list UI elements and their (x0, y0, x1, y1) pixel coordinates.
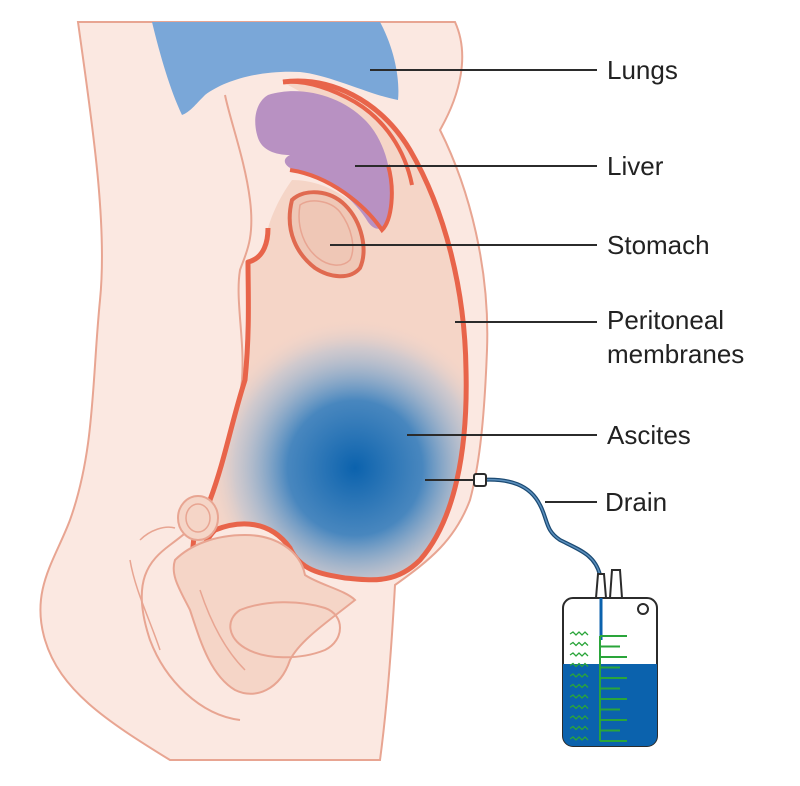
bag-scale-mark (569, 694, 589, 699)
bag-hanging-hole (637, 603, 649, 615)
label-lungs: Lungs (607, 55, 678, 85)
bag-scale-mark (569, 662, 589, 668)
bag-scale-mark (569, 683, 589, 689)
bladder (229, 601, 341, 659)
peritoneal-membrane-liver-fold (289, 164, 394, 234)
label-drain: Drain (605, 487, 667, 517)
peritoneal-membrane-upper (282, 79, 414, 186)
bowel-loop-inner (185, 503, 211, 533)
bag-scale-mark (569, 652, 589, 657)
label-ascites: Ascites (607, 420, 691, 450)
lungs (152, 22, 399, 115)
bag-scale (569, 631, 627, 742)
stomach (287, 190, 366, 279)
bag-scale-mark (569, 715, 589, 720)
liver (255, 91, 392, 229)
peritoneal-membrane (187, 78, 469, 583)
drain-connector (473, 473, 487, 487)
label-stomach: Stomach (607, 230, 710, 260)
bag-scale-mark (569, 631, 589, 636)
bag-scale-mark (569, 725, 589, 731)
pelvic-organs (172, 533, 357, 695)
stomach-inner-lining (298, 200, 354, 266)
drain-tube (479, 477, 602, 576)
drain-tube-highlight (479, 478, 601, 576)
label-liver: Liver (607, 151, 664, 181)
label-peritoneal-line2: membranes (607, 339, 744, 369)
bag-scale-mark (569, 641, 589, 647)
drain-bag (562, 569, 658, 747)
bag-scale-mark (569, 704, 589, 710)
bowel-loop (177, 495, 219, 541)
label-peritoneal-line1: Peritoneal (607, 305, 724, 335)
bag-scale-mark (569, 736, 589, 741)
bag-valve (594, 569, 624, 599)
pelvic-detail (129, 526, 246, 671)
bag-scale-mark (569, 673, 589, 678)
